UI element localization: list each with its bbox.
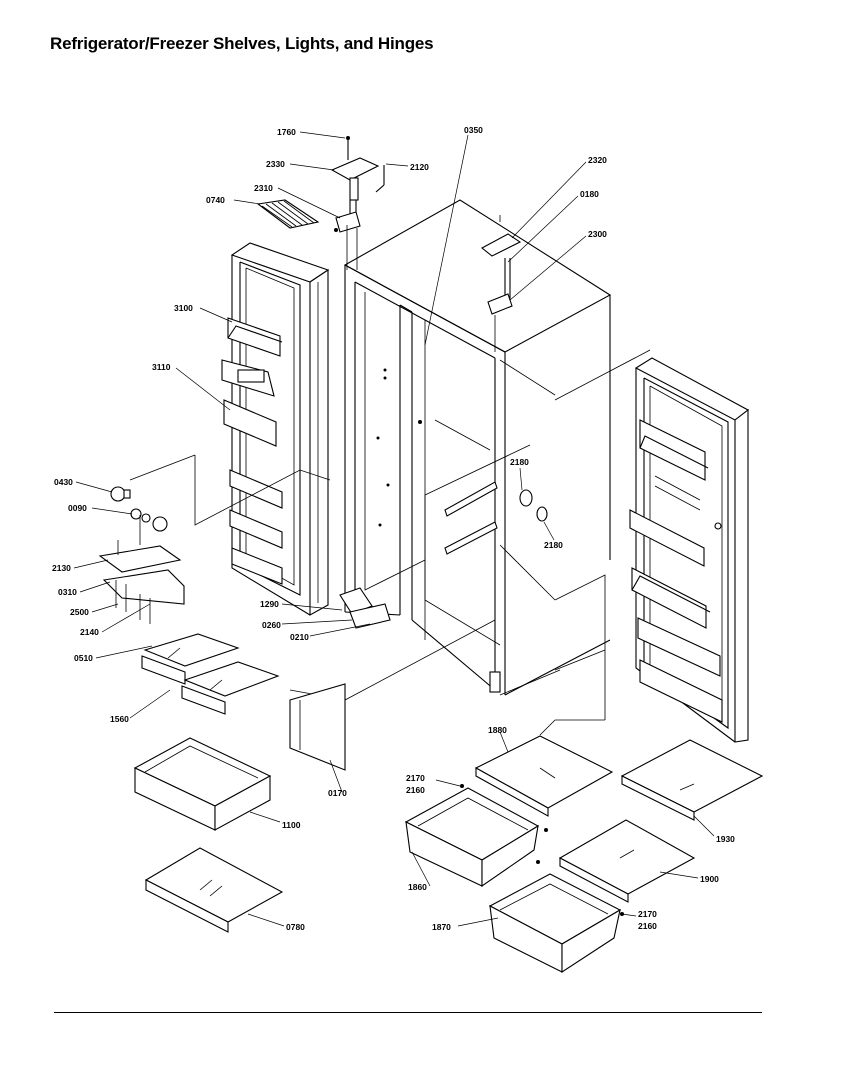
- footer-divider: [54, 1012, 762, 1013]
- freezer-shelf-bottom: [144, 847, 284, 933]
- callout-1560: 1560: [110, 714, 129, 724]
- callout-1860: 1860: [408, 882, 427, 892]
- callout-0430: 0430: [54, 477, 73, 487]
- top-hinge-left: [330, 136, 385, 270]
- callout-2160-lower: 2160: [638, 921, 657, 931]
- callout-0210: 0210: [290, 632, 309, 642]
- callout-2160-upper: 2160: [406, 785, 425, 795]
- callout-2120: 2120: [410, 162, 429, 172]
- cabinet: [339, 199, 612, 696]
- crisper-drawer-1860: [404, 787, 540, 888]
- callout-0260: 0260: [262, 620, 281, 630]
- light-assembly: [98, 486, 185, 624]
- vent-grille: [256, 199, 320, 229]
- crisper-cover-1900: [558, 819, 696, 903]
- callout-2130: 2130: [52, 563, 71, 573]
- callout-0090: 0090: [68, 503, 87, 513]
- page-title: Refrigerator/Freezer Shelves, Lights, an…: [50, 34, 434, 53]
- callout-1870: 1870: [432, 922, 451, 932]
- callout-2180-upper: 2180: [510, 457, 529, 467]
- freezer-shelf-large: [133, 737, 272, 831]
- crisper-cover-1880: [474, 735, 614, 817]
- freezer-door: [221, 242, 330, 616]
- toe-grille-cover: [289, 683, 346, 771]
- callout-2140: 2140: [80, 627, 99, 637]
- callout-3100: 3100: [174, 303, 193, 313]
- crisper-drawer-1870: [488, 873, 622, 974]
- callout-2300: 2300: [588, 229, 607, 239]
- callout-1290: 1290: [260, 599, 279, 609]
- callout-0180: 0180: [580, 189, 599, 199]
- callout-1760: 1760: [277, 127, 296, 137]
- callout-2170-upper: 2170: [406, 773, 425, 783]
- callout-2330: 2330: [266, 159, 285, 169]
- callout-2180-lower: 2180: [544, 540, 563, 550]
- callout-labels: 1760 2330 2120 2310 0740 0350 2320 0180 …: [52, 125, 735, 932]
- callout-1900: 1900: [700, 874, 719, 884]
- top-hinge-right: [481, 215, 522, 352]
- callout-0510: 0510: [74, 653, 93, 663]
- callout-2500: 2500: [70, 607, 89, 617]
- leader-lines: [73, 131, 715, 927]
- reference-lines: [129, 349, 651, 736]
- callout-0740: 0740: [206, 195, 225, 205]
- callout-2170-lower: 2170: [638, 909, 657, 919]
- callout-1880: 1880: [488, 725, 507, 735]
- callout-1100: 1100: [282, 820, 301, 830]
- callout-1930: 1930: [716, 834, 735, 844]
- callout-3110: 3110: [152, 362, 171, 372]
- callout-0780: 0780: [286, 922, 305, 932]
- callout-0170: 0170: [328, 788, 347, 798]
- freezer-shelf-pair: [141, 633, 280, 715]
- callout-0350: 0350: [464, 125, 483, 135]
- callout-2320: 2320: [588, 155, 607, 165]
- callout-0310: 0310: [58, 587, 77, 597]
- fresh-food-door: [629, 357, 750, 743]
- callout-2310: 2310: [254, 183, 273, 193]
- shelf-1930: [620, 739, 764, 821]
